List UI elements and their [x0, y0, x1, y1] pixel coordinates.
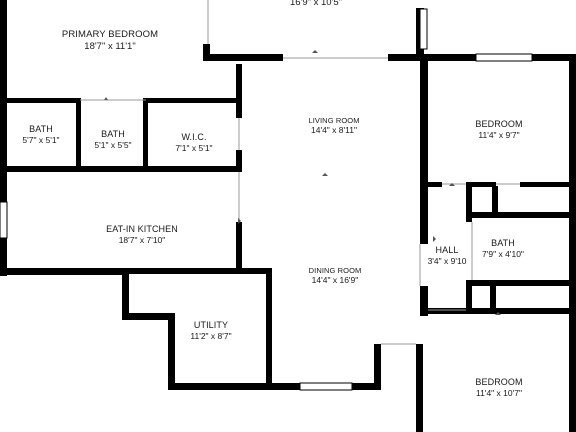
room-utility: UTILITY 11'2" x 8'7" [190, 320, 231, 342]
wall [374, 344, 381, 390]
window [299, 382, 353, 391]
room-eat-in-kitchen: EAT-IN KITCHEN 18'7" x 7'10" [106, 224, 178, 246]
wall [420, 54, 476, 61]
room-dims: 11'4" x 10'7" [475, 388, 522, 399]
room-dims: 16'9" x 10'5" [289, 0, 343, 9]
window [475, 53, 533, 62]
room-bedroom-1: BEDROOM 11'4" x 9'7" [475, 119, 522, 141]
room-dining-room: DINING ROOM 14'4" x 16'9" [309, 266, 362, 286]
room-bath-2: BATH 5'1" x 5'5" [94, 129, 131, 151]
room-dims: 18'7" x 7'10" [118, 235, 166, 246]
room-dims: 11'4" x 9'7" [478, 130, 520, 141]
room-name: EAT-IN KITCHEN [106, 224, 178, 235]
wall [416, 344, 423, 432]
wall [203, 54, 283, 61]
wall [0, 98, 80, 103]
door-marker [238, 218, 241, 224]
wall [122, 268, 129, 320]
wall [122, 313, 174, 320]
room-name: DINING ROOM [308, 266, 362, 275]
room-name: BATH [101, 129, 125, 140]
wall [420, 60, 428, 244]
room-primary-bedroom: PRIMARY BEDROOM 18'7" x 11'1" [62, 29, 158, 53]
door-marker [495, 312, 501, 315]
wall [532, 54, 576, 61]
window [0, 201, 8, 239]
wall [490, 284, 496, 310]
door-marker [433, 236, 436, 242]
room-hall: HALL 3'4" x 9'10 [428, 245, 467, 267]
room-dims: 11'2" x 8'7" [190, 331, 232, 342]
wall [266, 268, 272, 386]
room-top-partial: 16'9" x 10'5" [290, 0, 342, 9]
room-name: LIVING ROOM [308, 116, 360, 125]
wall [203, 44, 210, 60]
door-marker [449, 183, 455, 186]
wall [492, 186, 498, 214]
wall [466, 212, 576, 218]
wall [0, 0, 7, 276]
wall [466, 280, 472, 314]
wall [420, 308, 576, 314]
room-dims: 5'7" x 5'1" [22, 135, 60, 146]
wall [466, 280, 576, 286]
room-name: BEDROOM [475, 119, 523, 130]
wall [0, 166, 242, 172]
room-name: BEDROOM [475, 377, 523, 388]
wall [466, 182, 472, 222]
wall [352, 383, 380, 390]
wall [143, 98, 148, 172]
room-wic: W.I.C. 7'1" x 5'1" [175, 132, 212, 154]
wall [76, 98, 81, 172]
wall [420, 286, 428, 316]
wall [236, 100, 242, 118]
room-name: PRIMARY BEDROOM [61, 29, 159, 41]
wall [236, 222, 242, 274]
room-name: HALL [435, 245, 459, 256]
wall [466, 182, 496, 187]
room-bedroom-2: BEDROOM 11'4" x 10'7" [475, 377, 522, 399]
room-dims: 14'4" x 16'9" [311, 275, 359, 286]
room-dims: 7'1" x 5'1" [175, 143, 213, 154]
door-marker [312, 50, 318, 53]
wall [388, 54, 423, 61]
wall [168, 383, 300, 390]
wall [146, 98, 242, 103]
window [419, 8, 428, 50]
room-name: W.I.C. [181, 132, 207, 143]
door-marker [322, 173, 328, 176]
room-dims: 7'9" x 4'10" [482, 249, 524, 260]
wall [236, 150, 242, 172]
wall [428, 182, 442, 187]
room-dims: 5'1" x 5'5" [94, 140, 132, 151]
door-marker [104, 97, 108, 100]
room-dims: 18'7" x 11'1" [84, 41, 136, 52]
room-name: BATH [29, 124, 53, 135]
wall [0, 268, 128, 275]
room-dims: 3'4" x 9'10 [427, 256, 467, 267]
wall [569, 54, 576, 432]
wall [168, 313, 175, 389]
room-living-room: LIVING ROOM 14'4" x 8'11" [308, 116, 359, 136]
wall [236, 64, 242, 100]
wall [122, 268, 272, 274]
room-name: BATH [491, 238, 515, 249]
wall [520, 182, 576, 187]
room-bath-1: BATH 5'7" x 5'1" [22, 124, 59, 146]
room-dims: 14'4" x 8'11" [310, 125, 357, 136]
room-name: UTILITY [193, 320, 229, 331]
room-bath-3: BATH 7'9" x 4'10" [482, 238, 524, 260]
